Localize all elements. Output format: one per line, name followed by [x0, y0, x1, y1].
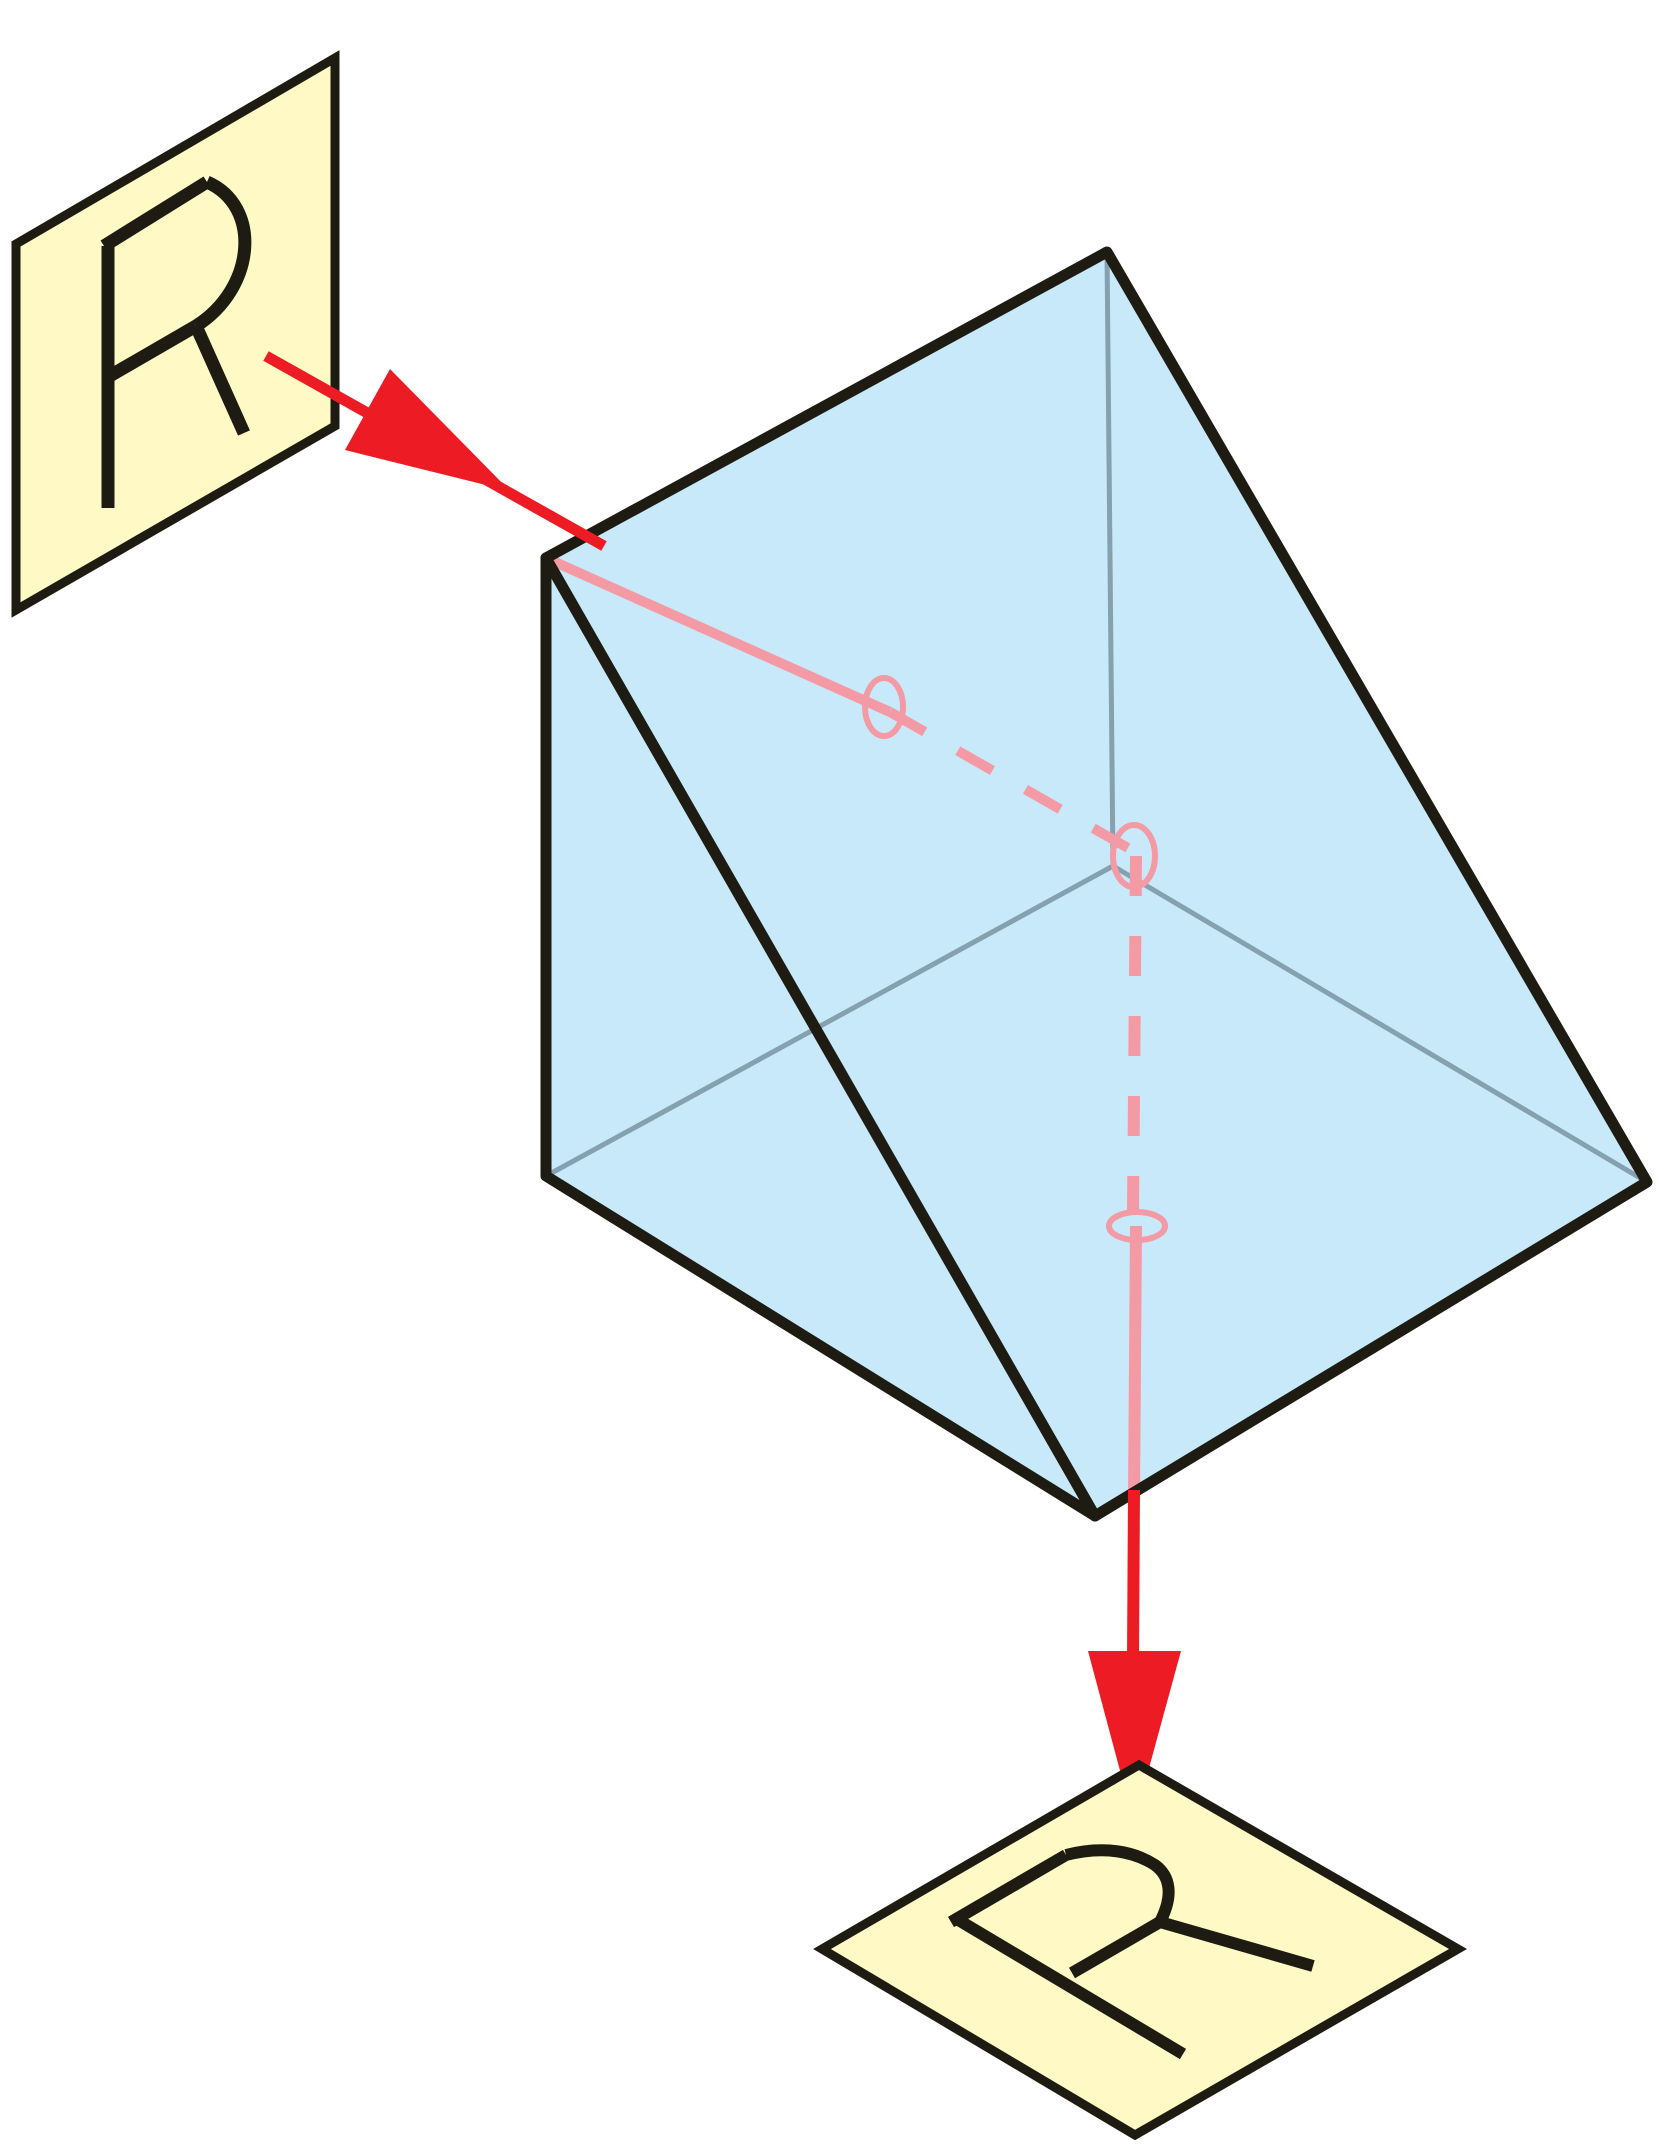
prism-hidden-edges	[544, 251, 1649, 1185]
output-letter-r-mirrored	[947, 1844, 1315, 2060]
input-label-card: R	[11, 50, 340, 618]
output-card-plate	[813, 1759, 1468, 2141]
ray-inside-dashed-2	[1127, 855, 1142, 1215]
ray-reflection-marker-icon	[1110, 822, 1158, 890]
prism-visible-edges	[540, 246, 1653, 1522]
input-letter-r	[100, 176, 252, 508]
outgoing-ray-shaft	[1127, 1489, 1140, 1661]
ray-inside-prism	[543, 553, 1168, 1501]
outgoing-ray	[1088, 1489, 1181, 1823]
incoming-ray	[263, 351, 607, 551]
output-label-card: R	[813, 1759, 1468, 2141]
outgoing-arrowhead-icon	[1088, 1651, 1181, 1823]
ray-inside-dashed-1	[887, 707, 1138, 857]
prism-silhouette	[546, 252, 1647, 1516]
ray-entry-marker-icon	[862, 675, 906, 739]
right-angle-prism	[540, 246, 1653, 1522]
incoming-arrowhead-icon	[345, 369, 510, 491]
ray-inside-solid-1	[543, 553, 893, 717]
ray-inside-solid-2	[1128, 1225, 1142, 1501]
ray-exit-marker-icon	[1106, 1209, 1168, 1243]
